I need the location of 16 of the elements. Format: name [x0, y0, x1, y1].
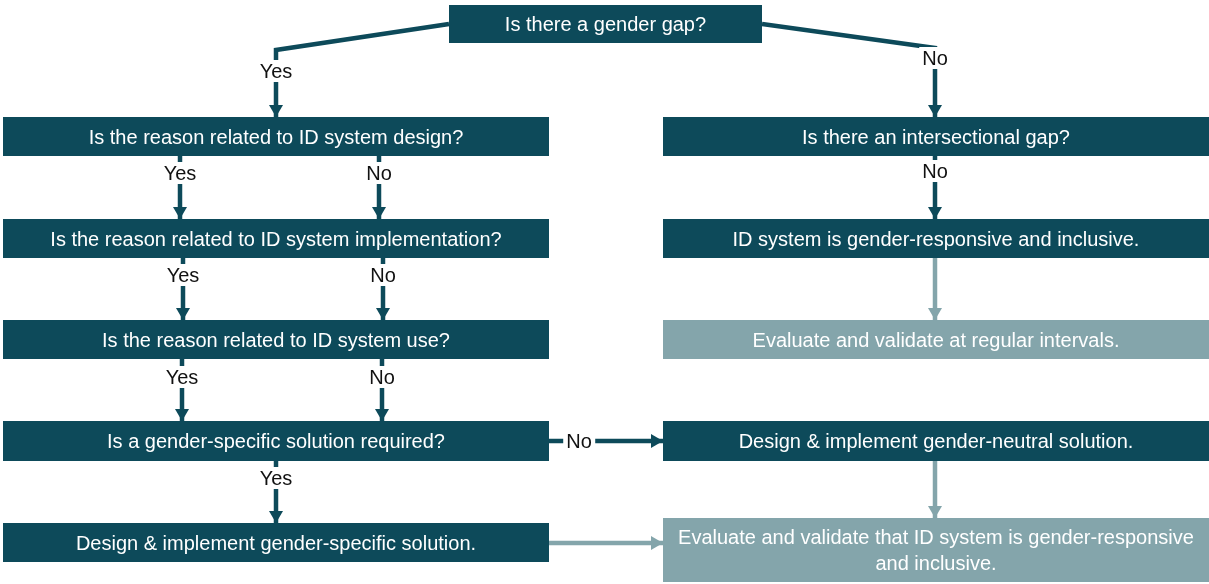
arrow: [928, 258, 942, 320]
arrow: [761, 21, 942, 117]
process-box: ID system is gender-responsive and inclusive.: [663, 219, 1209, 258]
decision-box: Is the reason related to ID system use?: [3, 320, 549, 359]
decision-box: Is a gender-specific solution required?: [3, 421, 549, 461]
arrow: [269, 21, 450, 117]
process-box: Design & implement gender-neutral solution.: [663, 421, 1209, 461]
decision-box: Is the reason related to ID system design?: [3, 117, 549, 156]
process-box: Design & implement gender-specific solution.: [3, 523, 549, 562]
decision-box: Is the reason related to ID system implementation?: [3, 219, 549, 258]
process-box: Evaluate and validate that ID system is gender-responsive and inclusive.: [663, 518, 1209, 582]
decision-box: Is there a gender gap?: [449, 5, 762, 43]
process-box: Evaluate and validate at regular intervals.: [663, 320, 1209, 359]
arrow: [928, 461, 942, 518]
arrow: [549, 536, 663, 550]
decision-box: Is there an intersectional gap?: [663, 117, 1209, 156]
